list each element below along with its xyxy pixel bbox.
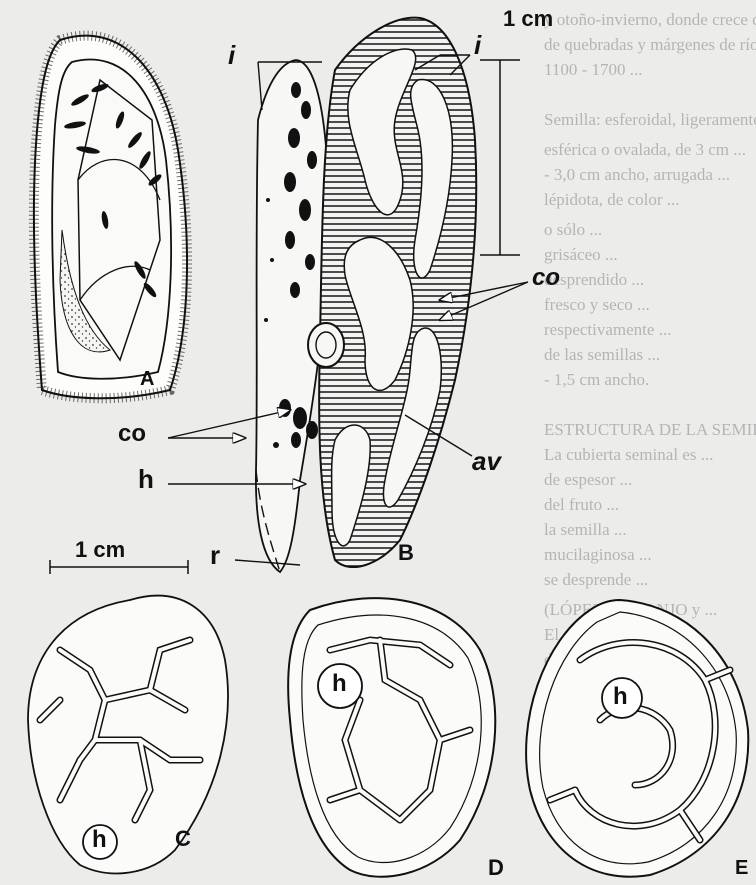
label-i-left: i [228, 40, 235, 71]
label-h-arrow: h [138, 464, 154, 495]
label-i-right: i [474, 30, 481, 61]
figure-label-a: A [140, 368, 154, 391]
figure-d-seed-outline [288, 598, 495, 877]
label-av: av [472, 446, 501, 477]
label-co-right: co [532, 264, 560, 292]
label-h-fig-d: h [332, 670, 347, 698]
scale-bar-top [480, 60, 520, 255]
label-r: r [210, 540, 220, 571]
figure-b-seed-section [256, 18, 476, 572]
label-co-left: co [118, 420, 146, 448]
figure-a-seed-section [34, 36, 187, 399]
figure-label-c: C [175, 826, 191, 852]
label-h-fig-c: h [92, 826, 107, 854]
scale-label-bottom: 1 cm [75, 537, 125, 563]
label-h-fig-e: h [613, 683, 628, 711]
scale-label-top: 1 cm [503, 6, 553, 32]
figure-label-b: B [398, 540, 414, 566]
figure-label-d: D [488, 855, 504, 881]
figure-label-e: E [735, 857, 748, 880]
figure-e-seed-outline [526, 600, 748, 877]
figure-c-seed-outline [28, 596, 228, 874]
